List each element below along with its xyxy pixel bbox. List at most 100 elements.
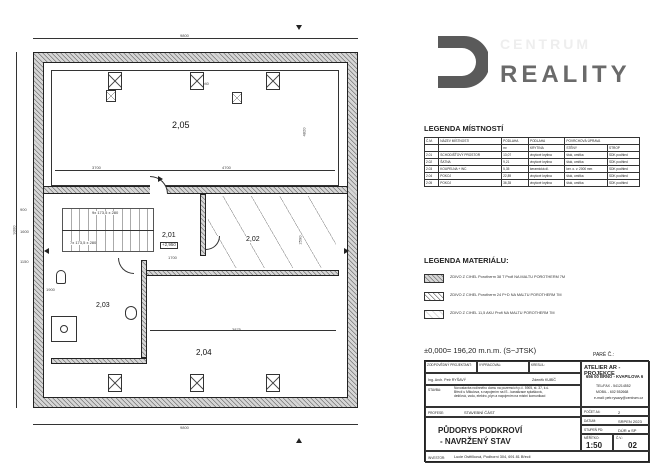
roof-window bbox=[266, 72, 280, 90]
roof-window bbox=[266, 374, 280, 392]
tb-zodpovedny: ZODPOVĚDNÝ PROJEKTANT: bbox=[425, 361, 477, 373]
tb-investor-value: Lucie Ostřílková, Podhorní 304, 691 81 B… bbox=[454, 455, 531, 459]
table-header bbox=[423, 144, 440, 152]
table-cell: 2.01 bbox=[423, 151, 440, 159]
table-cell: ŠATNA bbox=[438, 158, 503, 166]
tb-atelier-name: ATELIER AR - PROJEKCE bbox=[584, 365, 621, 377]
stair-text-2: 7x 173,5 x 280 bbox=[70, 240, 97, 245]
tb-stavba: STAVBA: Novostavba rodinného domu na poz… bbox=[425, 385, 581, 407]
table-cell: 13,07 bbox=[501, 151, 529, 159]
material-label: ZDIVO Z CIHEL Porotherm 24 P+D NA MALTU … bbox=[450, 293, 562, 298]
room-label-2-05: 2,05 bbox=[172, 120, 190, 130]
material-swatch-38 bbox=[424, 273, 444, 283]
table-row: 2.03 KOUPELNA + WC 5,35 keramická dl. ke… bbox=[423, 165, 641, 173]
table-cell: SDK podhled bbox=[606, 165, 641, 173]
tb-atelier: ATELIER AR - PROJEKCE 656 00 BRNO - KVAP… bbox=[581, 361, 650, 407]
section-arrow-icon bbox=[158, 176, 163, 182]
dim-line-lower bbox=[150, 330, 336, 331]
room-label-2-03: 2,03 bbox=[96, 302, 110, 309]
dim-small-d: 3875 bbox=[232, 328, 241, 332]
stair-text-1: 9x 173,5 x 280 bbox=[92, 210, 119, 215]
table-cell: štuk, omítka bbox=[564, 179, 608, 187]
bath-wall bbox=[141, 260, 147, 358]
room-legend-title: LEGENDA MÍSTNOSTÍ bbox=[424, 124, 504, 133]
material-legend-title: LEGENDA MATERIÁLU: bbox=[424, 256, 509, 265]
table-subheader-row: m² KRYTINA STĚNY STROP bbox=[423, 144, 641, 152]
dim-mid-b: 4700 bbox=[222, 165, 231, 170]
table-header: Č.M. bbox=[423, 137, 440, 145]
material-legend: LEGENDA MATERIÁLU: ZDIVO Z CIHEL Porothe… bbox=[424, 256, 644, 319]
partition-wall bbox=[43, 186, 348, 194]
table-row: 2.01 SCHODIŠŤOVÝ PROSTOR 13,07 vinylové … bbox=[423, 151, 641, 159]
room-label-2-04: 2,04 bbox=[196, 348, 212, 357]
dim-left-c: 1150 bbox=[20, 259, 29, 264]
tb-drawing-title-2: - NAVRŽENÝ STAV bbox=[440, 437, 511, 446]
dim-line-top bbox=[33, 38, 358, 39]
table-row: 2.02 ŠATNA 9,21 vinylové krytina štuk, o… bbox=[423, 158, 641, 166]
table-cell: ker. o. v. 2000 mm bbox=[564, 165, 608, 173]
logo-ghost-text: CENTRUM bbox=[500, 36, 591, 52]
material-item: ZDIVO Z CIHEL 11,5 AKU Profi NA MALTU PO… bbox=[424, 309, 644, 319]
tb-stupen: STUPEŇ PD: DÚR a SP bbox=[581, 425, 650, 434]
table-header-row: Č.M. NÁZEV MÍSTNOSTI PODLAHA PODLAHA POV… bbox=[423, 137, 640, 145]
table-cell: SDK podhled bbox=[606, 158, 641, 166]
level-mark: +2,950 bbox=[160, 242, 178, 249]
table-cell: štuk, omítka bbox=[564, 172, 608, 180]
roof-window bbox=[108, 374, 122, 392]
tb-zodpovedny-label: ZODPOVĚDNÝ PROJEKTANT: bbox=[427, 363, 472, 367]
tb-atelier-address: 656 00 BRNO - KVAPILOVA 6 bbox=[586, 374, 644, 379]
logo: CENTRUM REALITY bbox=[426, 26, 627, 96]
tb-atelier-email: e-mail: petr.rysavy@centrum.cz bbox=[594, 396, 644, 400]
tb-kresil-name: Zdeněk KUBÍČ bbox=[532, 378, 556, 382]
closet-diagonals bbox=[208, 196, 336, 268]
table-header: PODLAHA bbox=[501, 137, 529, 145]
dim-bottom-total: 9800 bbox=[180, 425, 189, 430]
table-cell: štuk, omítka bbox=[564, 151, 608, 159]
table-cell: SDK podhled bbox=[606, 172, 641, 180]
table-header: NÁZEV MÍSTNOSTI bbox=[438, 137, 503, 145]
material-swatch-11 bbox=[424, 309, 444, 319]
table-cell: 9,21 bbox=[501, 158, 529, 166]
table-cell: 22,89 bbox=[501, 172, 529, 180]
tb-drawing-title: PŮDORYS PODKROVÍ - NAVRŽENÝ STAV bbox=[425, 417, 581, 451]
tb-profese: PROFESE: STAVEBNÍ ČÁST bbox=[425, 407, 581, 417]
dim-inner-top: 9040 bbox=[200, 81, 209, 86]
section-arrow-icon bbox=[344, 248, 349, 254]
tb-stavba-label: STAVBA: bbox=[428, 388, 441, 392]
table-cell: POKOJ bbox=[438, 172, 503, 180]
tb-investor: INVESTOR: Lucie Ostřílková, Podhorní 304… bbox=[425, 451, 650, 463]
roof-window bbox=[232, 92, 242, 104]
logo-brand-text: REALITY bbox=[500, 61, 631, 88]
floor-plan: 9800 9300 900 1600 1150 2,05 9040 4820 3… bbox=[11, 25, 358, 443]
tb-meritko-label: MĚŘÍTKO: bbox=[584, 436, 600, 440]
tb-pocet-value: 2 bbox=[618, 410, 621, 415]
tb-kresil-label: KRESLIL: bbox=[531, 363, 545, 367]
tb-cislo-label: Č.V.: bbox=[616, 436, 623, 440]
tb-meritko: MĚŘÍTKO: 1:50 bbox=[581, 434, 613, 451]
dim-line-left bbox=[16, 52, 17, 408]
table-header: m² bbox=[501, 144, 529, 152]
tb-investor-label: INVESTOR: bbox=[428, 456, 446, 460]
dim-line-mid bbox=[55, 170, 335, 171]
table-cell: SDK podhled bbox=[606, 179, 641, 187]
tb-profese-value: STAVEBNÍ ČÁST bbox=[464, 410, 495, 415]
tb-atelier-tel: TEL/FAX - 541214552 bbox=[596, 384, 631, 388]
stair-handrail bbox=[62, 230, 154, 231]
pare-label: PARÉ Č.: bbox=[593, 352, 615, 358]
roof-window bbox=[106, 90, 116, 102]
table-header: PODLAHA bbox=[527, 137, 566, 145]
tb-names: Ing. Arch. Petr RYŠAVÝ Zdeněk KUBÍČ bbox=[425, 373, 581, 385]
tb-datum-value: SRPEN 2023 bbox=[618, 419, 642, 424]
tb-datum: DATUM: SRPEN 2023 bbox=[581, 416, 650, 425]
table-header: POVRCHOVÁ ÚPRAVA bbox=[564, 137, 640, 145]
tb-zodpovedny-name: Ing. Arch. Petr RYŠAVÝ bbox=[428, 378, 467, 382]
table-header: STROP bbox=[606, 144, 641, 152]
dim-top-total: 9800 bbox=[180, 33, 189, 38]
dim-left-total: 9300 bbox=[11, 225, 17, 235]
table-cell: POKOJ bbox=[438, 179, 503, 187]
material-item: ZDIVO Z CIHEL Porotherm 38 T Profi NA MA… bbox=[424, 273, 644, 283]
tb-vypracoval-label: VYPRACOVAL: bbox=[479, 363, 502, 367]
north-arrow-icon bbox=[296, 25, 302, 30]
roof-window bbox=[108, 72, 122, 90]
tb-profese-label: PROFESE: bbox=[428, 411, 445, 415]
